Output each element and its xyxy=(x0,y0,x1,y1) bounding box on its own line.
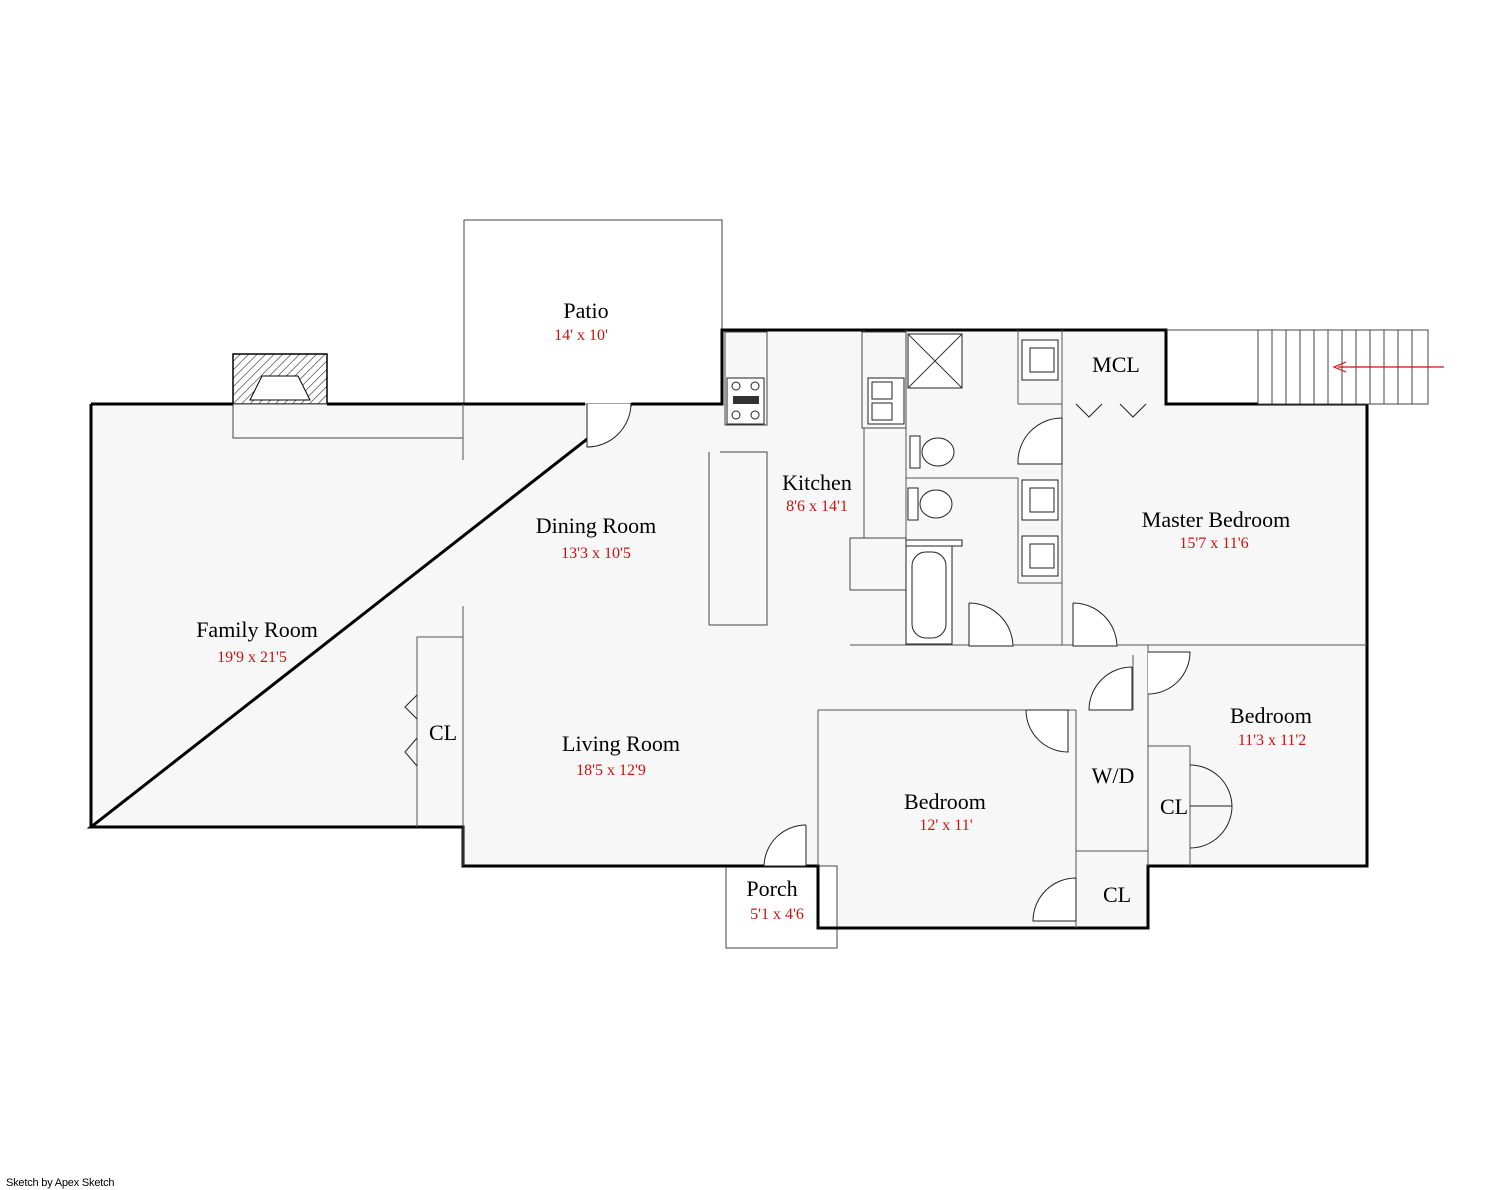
room-name-dining-room: Dining Room xyxy=(536,513,656,538)
room-dims-bedroom-center: 12' x 11' xyxy=(919,817,972,834)
bathroom-sink-icon xyxy=(1021,535,1059,577)
room-name-kitchen: Kitchen xyxy=(782,470,852,495)
bathtub-icon xyxy=(905,539,963,645)
fireplace-icon xyxy=(232,353,464,439)
kitchen-sink-icon xyxy=(867,377,905,425)
room-dims-dining-room: 13'3 x 10'5 xyxy=(561,545,631,562)
room-dims-patio: 14' x 10' xyxy=(554,327,608,344)
label-mcl: MCL xyxy=(1092,352,1140,377)
label-wd: W/D xyxy=(1092,763,1135,788)
room-dims-family-room: 19'9 x 21'5 xyxy=(217,649,287,666)
label-cl-bedroom-center: CL xyxy=(1103,882,1131,907)
label-cl-bedroom-right: CL xyxy=(1160,794,1188,819)
room-dims-porch: 5'1 x 4'6 xyxy=(750,906,804,923)
room-dims-kitchen: 8'6 x 14'1 xyxy=(786,498,848,515)
credit-text: Sketch by Apex Sketch xyxy=(6,1177,115,1189)
room-name-bedroom-center: Bedroom xyxy=(904,789,986,814)
toilet-icon xyxy=(907,487,953,521)
room-name-family-room: Family Room xyxy=(196,617,318,642)
entry-arrow-icon xyxy=(1332,361,1444,373)
room-name-patio: Patio xyxy=(563,298,608,323)
room-dims-living-room: 18'5 x 12'9 xyxy=(576,762,646,779)
bathroom-sink-icon xyxy=(1021,479,1059,521)
room-name-living-room: Living Room xyxy=(562,731,680,756)
room-dims-bedroom-right: 11'3 x 11'2 xyxy=(1238,732,1307,749)
shower-icon xyxy=(907,333,963,389)
bifold-doors xyxy=(404,403,1233,849)
label-cl-family: CL xyxy=(429,720,457,745)
toilet-icon xyxy=(909,435,955,469)
room-name-master-bedroom: Master Bedroom xyxy=(1142,507,1290,532)
patio-outline xyxy=(463,219,723,405)
door-swings xyxy=(586,403,1191,922)
stove-icon xyxy=(726,377,765,425)
room-name-bedroom-right: Bedroom xyxy=(1230,703,1312,728)
room-name-porch: Porch xyxy=(746,876,797,901)
bathroom-sink-icon xyxy=(1021,339,1059,381)
room-dims-master-bedroom: 15'7 x 11'6 xyxy=(1179,535,1248,552)
